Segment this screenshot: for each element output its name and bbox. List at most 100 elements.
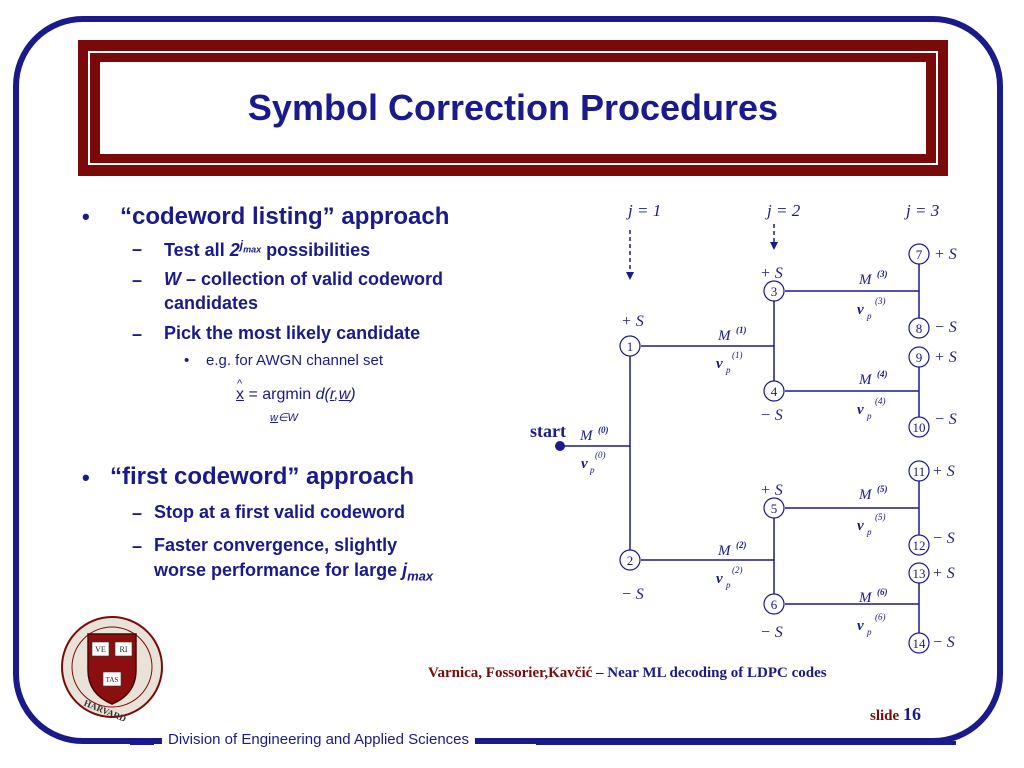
p-subscript: p: [725, 365, 731, 375]
node-10: [908, 416, 930, 438]
node-label: 2: [627, 553, 634, 568]
p-subscript: p: [866, 527, 872, 537]
node-label: 6: [771, 597, 778, 612]
m-symbol: M: [717, 328, 732, 344]
m-index: (4): [877, 369, 888, 379]
seal-tas: TAS: [106, 676, 119, 684]
dash: –: [132, 503, 143, 523]
slide-title: Symbol Correction Procedures: [247, 87, 779, 128]
node-5: [763, 497, 785, 519]
m-symbol: M: [717, 543, 732, 559]
v-symbol: v: [857, 302, 864, 318]
p-subscript: p: [866, 411, 872, 421]
v-symbol: v: [857, 518, 864, 534]
node-label: 10: [913, 420, 926, 435]
node-13: [908, 562, 930, 584]
v-index: (6): [875, 612, 886, 622]
m-symbol: M: [858, 272, 873, 288]
minus-s-label: − S: [934, 411, 957, 428]
node-12: [908, 534, 930, 556]
node-label: 14: [913, 636, 927, 651]
footer-rule-left: [130, 741, 154, 745]
bullet-pick: Pick the most likely candidate: [164, 323, 421, 343]
node-label: 4: [771, 384, 778, 399]
v-symbol: v: [716, 571, 723, 587]
v-index: (1): [732, 350, 743, 360]
formula-subscript: w∈W: [270, 412, 298, 424]
citation: Varnica, Fossorier,Kavčić – Near ML deco…: [428, 665, 827, 681]
p-subscript: p: [866, 627, 872, 637]
node-3: [763, 280, 785, 302]
bullet-first-codeword: “first codeword” approach: [110, 463, 415, 490]
v-symbol: v: [857, 618, 864, 634]
node-label: 3: [771, 284, 778, 299]
seal-ve: VE: [95, 645, 106, 654]
m-index: (6): [877, 587, 888, 597]
plus-s-label: + S: [932, 463, 955, 480]
v-symbol: v: [857, 402, 864, 418]
formula-hat: ^: [237, 378, 243, 390]
plus-s-label: + S: [621, 313, 644, 330]
formula: x = argmin d(r,w): [236, 386, 356, 403]
j-label-2: j = 2: [765, 201, 801, 220]
m-index: (1): [736, 325, 747, 335]
j2-arrowhead: [770, 242, 778, 250]
m-symbol: M: [858, 487, 873, 503]
dash: –: [132, 270, 143, 290]
node-label: 1: [627, 339, 634, 354]
m-symbol: M: [858, 372, 873, 388]
minus-s-label: − S: [932, 634, 955, 651]
m-symbol: M: [579, 428, 594, 444]
node-label: 5: [771, 501, 778, 516]
v-index: (4): [875, 396, 886, 406]
bullet-codeword-listing: “codeword listing” approach: [120, 203, 450, 230]
p-subscript: p: [589, 465, 595, 475]
plus-s-label: + S: [934, 246, 957, 263]
p-subscript: p: [866, 311, 872, 321]
slide-number: slide 16: [870, 704, 921, 724]
plus-s-label: + S: [760, 265, 783, 282]
plus-s-label: + S: [934, 349, 957, 366]
minus-s-label: − S: [934, 319, 957, 336]
bullet-test-all: Test all 2jmax possibilities: [164, 238, 371, 260]
node-2: [619, 549, 641, 571]
j1-arrowhead: [626, 272, 634, 280]
title-box: Symbol Correction Procedures: [100, 62, 926, 154]
bullet-faster-cont: worse performance for large jmax: [154, 560, 434, 584]
v-index: (0): [595, 450, 606, 460]
bullet-faster: Faster convergence, slightly: [154, 535, 398, 555]
m-symbol: M: [858, 590, 873, 606]
node-6: [763, 593, 785, 615]
node-label: 13: [913, 566, 926, 581]
node-label: 9: [916, 350, 923, 365]
small-bullet: •: [184, 352, 190, 369]
node-4: [763, 380, 785, 402]
bullet-eg: e.g. for AWGN channel set: [206, 352, 384, 369]
node-label: 8: [916, 321, 923, 336]
bullet-dot: •: [82, 204, 90, 229]
minus-s-label: − S: [932, 530, 955, 547]
node-label: 11: [913, 464, 926, 479]
node-label: 12: [913, 538, 926, 553]
node-14: [908, 632, 930, 654]
v-symbol: v: [581, 456, 588, 472]
v-index: (5): [875, 512, 886, 522]
p-subscript: p: [725, 580, 731, 590]
harvard-seal-logo: VE RI TAS HARVARD: [61, 616, 163, 722]
footer-division: Division of Engineering and Applied Scie…: [162, 731, 476, 748]
footer-rule-right: [536, 741, 956, 745]
dash: –: [132, 239, 143, 259]
plus-s-label: + S: [760, 482, 783, 499]
start-label: start: [530, 421, 566, 441]
m-index: (0): [598, 425, 609, 435]
v-index: (3): [875, 296, 886, 306]
node-11: [908, 460, 930, 482]
v-index: (2): [732, 565, 743, 575]
j-label-1: j = 1: [626, 201, 661, 220]
node-1: [619, 335, 641, 357]
minus-s-label: − S: [621, 586, 644, 603]
minus-s-label: − S: [760, 624, 783, 641]
title-inner-border: [88, 51, 938, 165]
minus-s-label: − S: [760, 407, 783, 424]
dash: –: [132, 324, 143, 344]
